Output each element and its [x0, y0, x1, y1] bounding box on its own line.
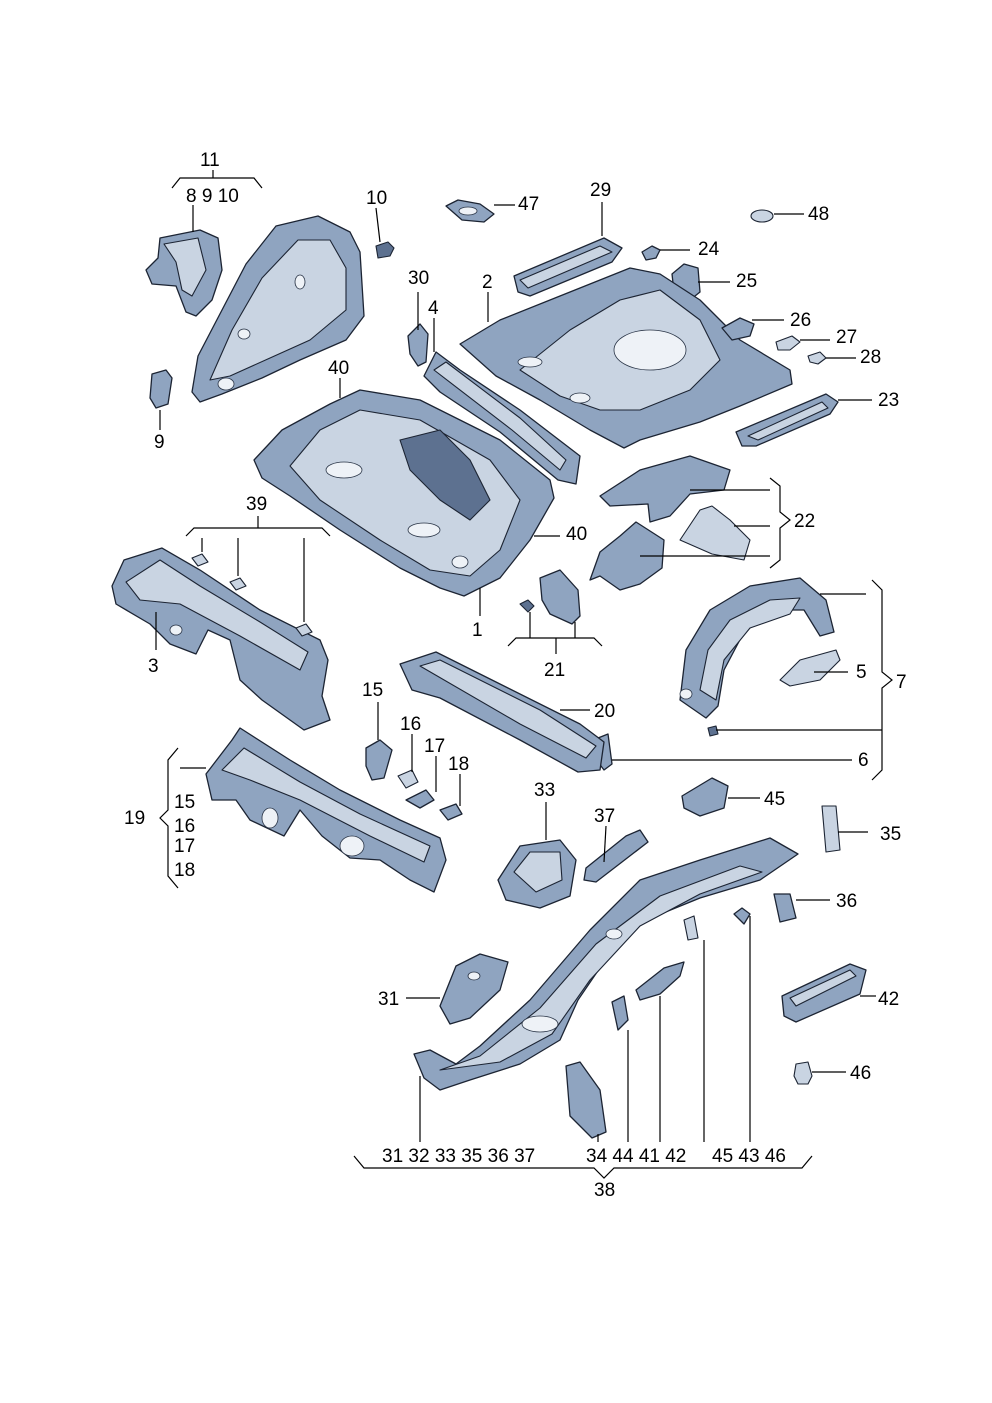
callout-47: 47 [518, 194, 539, 215]
part-41 [635, 961, 685, 1001]
part-1-main-floor [253, 389, 555, 597]
callout-33: 33 [534, 780, 555, 801]
part-38-side-member [413, 837, 799, 1091]
callout-19-item-15: 15 [174, 792, 195, 813]
callout-38: 38 [594, 1180, 615, 1201]
callout-8-9-10: 8 9 10 [186, 186, 239, 207]
callout-36: 36 [836, 891, 857, 912]
part-28-clip [807, 351, 827, 365]
callout-17: 17 [424, 736, 445, 757]
part-42-channel [781, 963, 867, 1023]
part-30-bracket [407, 323, 429, 367]
part-16 [397, 769, 419, 789]
callout-46: 46 [850, 1063, 871, 1084]
callout-9: 9 [154, 432, 165, 453]
callout-27: 27 [836, 327, 857, 348]
callout-5: 5 [856, 662, 867, 683]
callout-labels: 11 8 9 10 10 9 47 29 48 24 25 30 2 4 26 … [124, 150, 907, 1201]
part-10-clip [375, 241, 395, 259]
part-46-bolt [793, 1061, 813, 1085]
callout-26: 26 [790, 310, 811, 331]
callout-40-top: 40 [328, 358, 349, 379]
callout-40-mid: 40 [566, 524, 587, 545]
callout-22: 22 [794, 511, 815, 532]
callout-19-item-16: 16 [174, 816, 195, 837]
callout-2: 2 [482, 272, 493, 293]
callout-bottom-row-mid: 34 44 41 42 [586, 1146, 686, 1167]
part-19-rear-panel [205, 727, 447, 893]
part-21-bracket [519, 569, 581, 625]
part-9-bracket [149, 369, 173, 409]
callout-1: 1 [472, 620, 483, 641]
callout-21: 21 [544, 660, 565, 681]
callout-39: 39 [246, 494, 267, 515]
part-4-rail [423, 351, 581, 485]
part-44 [611, 995, 629, 1031]
part-37-tube [583, 829, 649, 883]
part-6-bracket [597, 725, 719, 771]
part-17 [405, 789, 435, 809]
callout-7: 7 [896, 672, 907, 693]
callout-19-item-18: 18 [174, 860, 195, 881]
part-29-cross-member [513, 237, 623, 297]
leader-lines [155, 170, 893, 1179]
callout-16: 16 [400, 714, 421, 735]
callout-3: 3 [148, 656, 159, 677]
callout-4: 4 [428, 298, 439, 319]
part-48-plug [750, 209, 774, 223]
part-39-clips [191, 553, 313, 637]
callout-25: 25 [736, 271, 757, 292]
part-26-cap [721, 317, 755, 341]
part-36-bracket [773, 893, 797, 923]
part-20-cross-member [399, 651, 605, 773]
callout-24: 24 [698, 239, 720, 260]
part-43 [733, 907, 751, 925]
part-23-member [735, 393, 839, 447]
callout-42: 42 [878, 989, 899, 1010]
part-45-bracket [681, 777, 729, 817]
part-24-small-piece [641, 245, 661, 261]
callout-6: 6 [858, 750, 869, 771]
callout-bottom-row-right: 45 43 46 [712, 1146, 786, 1167]
callout-19-item-17: 17 [174, 836, 195, 857]
part-8-9-10 [145, 229, 223, 317]
callout-23: 23 [878, 390, 899, 411]
callout-48: 48 [808, 204, 829, 225]
part-31-bracket [439, 953, 509, 1025]
callout-29: 29 [590, 180, 611, 201]
callout-19: 19 [124, 808, 145, 829]
callout-18: 18 [448, 754, 469, 775]
part-11-side-panel [191, 215, 365, 403]
callout-35: 35 [880, 824, 901, 845]
part-7-wheel-house [679, 577, 835, 719]
part-33-panel [497, 839, 577, 909]
callout-11: 11 [200, 150, 220, 171]
part-42-small [683, 915, 699, 941]
callout-45: 45 [764, 789, 785, 810]
part-5-arch-piece [779, 649, 841, 687]
callout-15: 15 [362, 680, 383, 701]
callout-bottom-row-left: 31 32 33 35 36 37 [382, 1146, 535, 1167]
callout-37: 37 [594, 806, 615, 827]
part-34-panel [565, 1061, 607, 1139]
part-22-group [589, 455, 751, 591]
part-27-cap [775, 335, 801, 351]
part-15 [365, 739, 393, 781]
callout-30: 30 [408, 268, 429, 289]
part-3-rail [111, 547, 331, 731]
callout-28: 28 [860, 347, 881, 368]
callout-10: 10 [366, 188, 387, 209]
part-35-plate [821, 805, 841, 853]
callout-31: 31 [378, 989, 399, 1010]
part-18 [439, 803, 463, 821]
part-47-grommet [445, 199, 495, 223]
part-2-rear-floor [459, 267, 793, 449]
callout-20: 20 [594, 701, 615, 722]
